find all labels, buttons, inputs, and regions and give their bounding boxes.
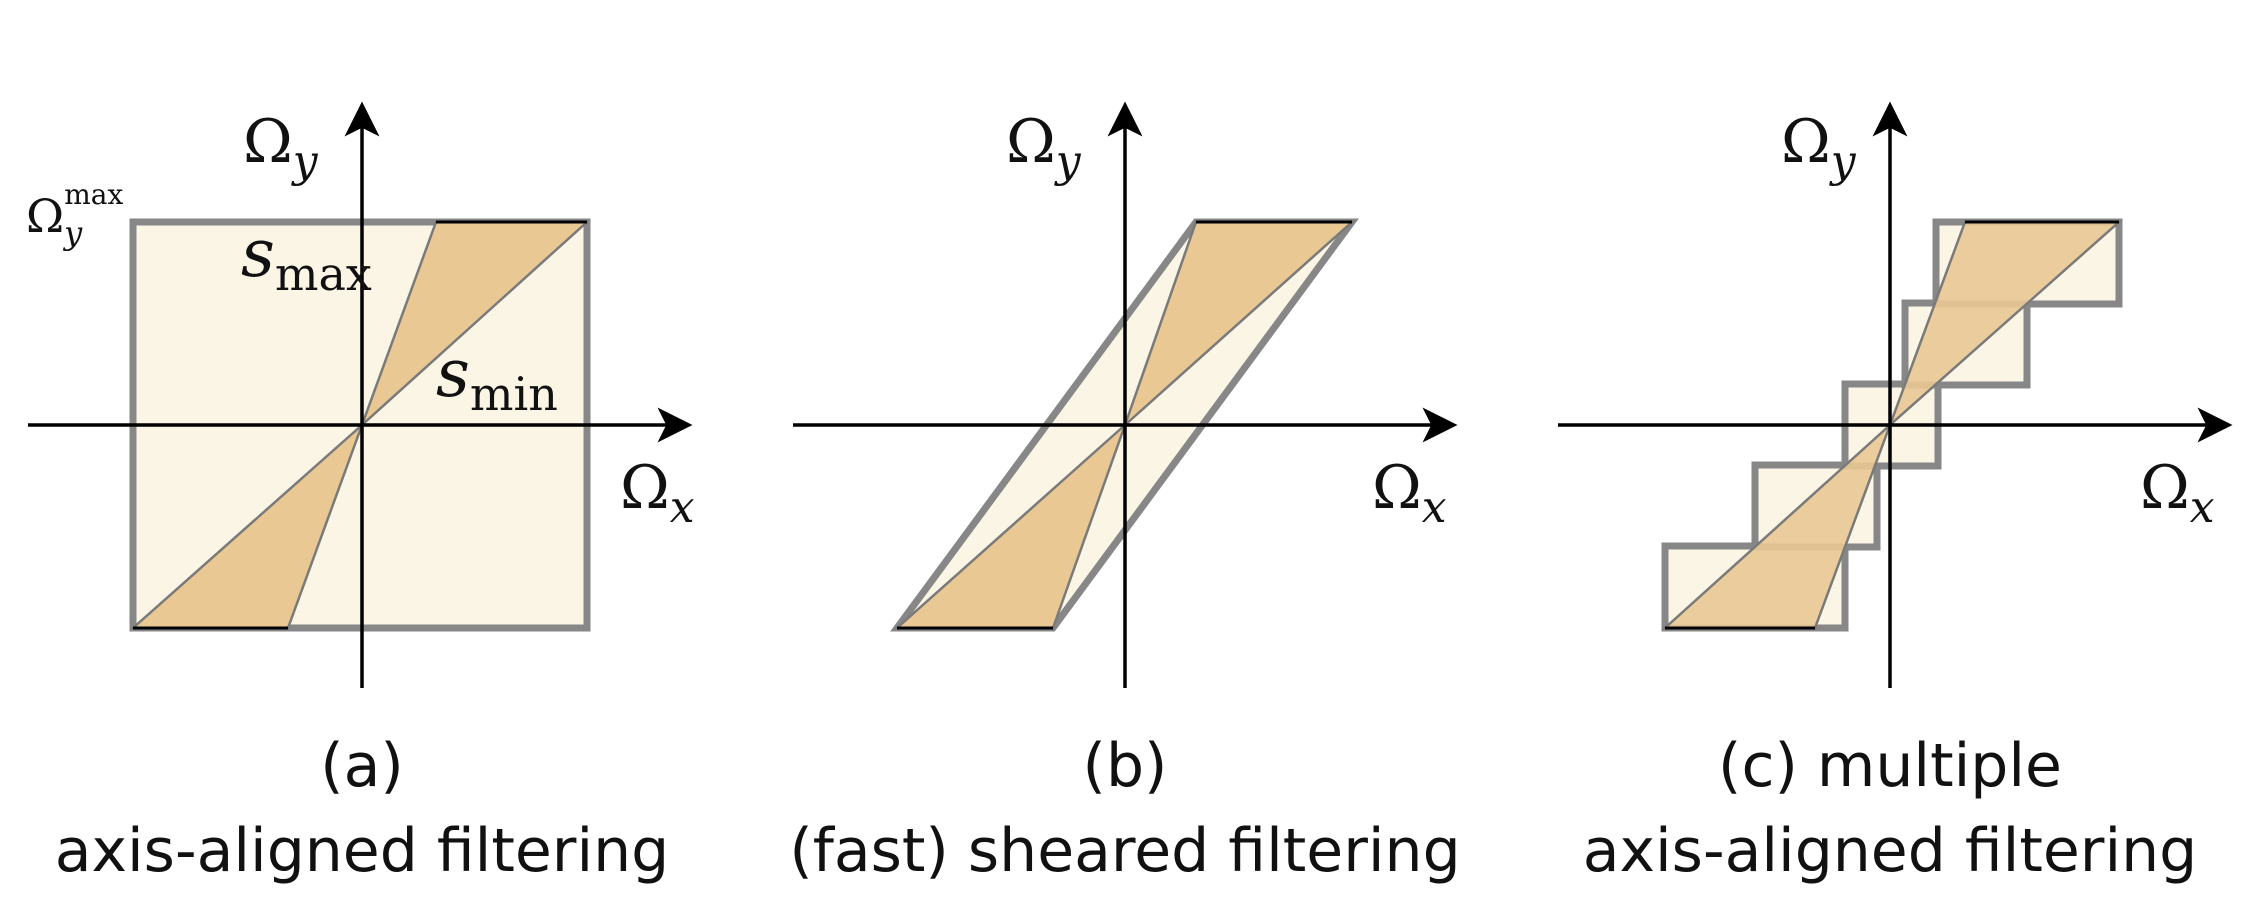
omega-y-max-label: Ωymax <box>26 178 123 252</box>
panel-a-x-axis-label: Ωx <box>620 453 695 533</box>
panel-a-caption-line2: axis-aligned filtering <box>55 816 670 886</box>
panel-b-caption-line2: (fast) sheared filtering <box>789 816 1460 886</box>
panel-b-x-axis-label: Ωx <box>1372 453 1447 533</box>
panel-a-y-axis-label: Ωy <box>243 107 319 187</box>
panel-c-x-axis-label: Ωx <box>2140 453 2215 533</box>
panel-b: Ωy Ωx (b) (fast) sheared filtering <box>789 101 1461 886</box>
panel-c: Ωy Ωx (c) multiple axis-aligned filterin… <box>1558 101 2233 886</box>
panel-b-y-axis-label: Ωy <box>1006 107 1082 187</box>
s-min-label: smin <box>436 335 558 421</box>
panel-c-caption-line2: axis-aligned filtering <box>1583 816 2198 886</box>
panel-b-caption-line1: (b) <box>1083 731 1168 801</box>
panel-c-wedge-edges <box>1665 220 2119 630</box>
panel-a: Ωy Ωx Ωymax smax smin (a) axis-aligned f… <box>26 101 695 886</box>
panel-a-caption-line1: (a) <box>320 731 404 801</box>
panel-c-caption-line1: (c) multiple <box>1718 731 2062 801</box>
panel-c-y-axis-label: Ωy <box>1781 107 1857 187</box>
s-max-label: smax <box>241 215 372 301</box>
